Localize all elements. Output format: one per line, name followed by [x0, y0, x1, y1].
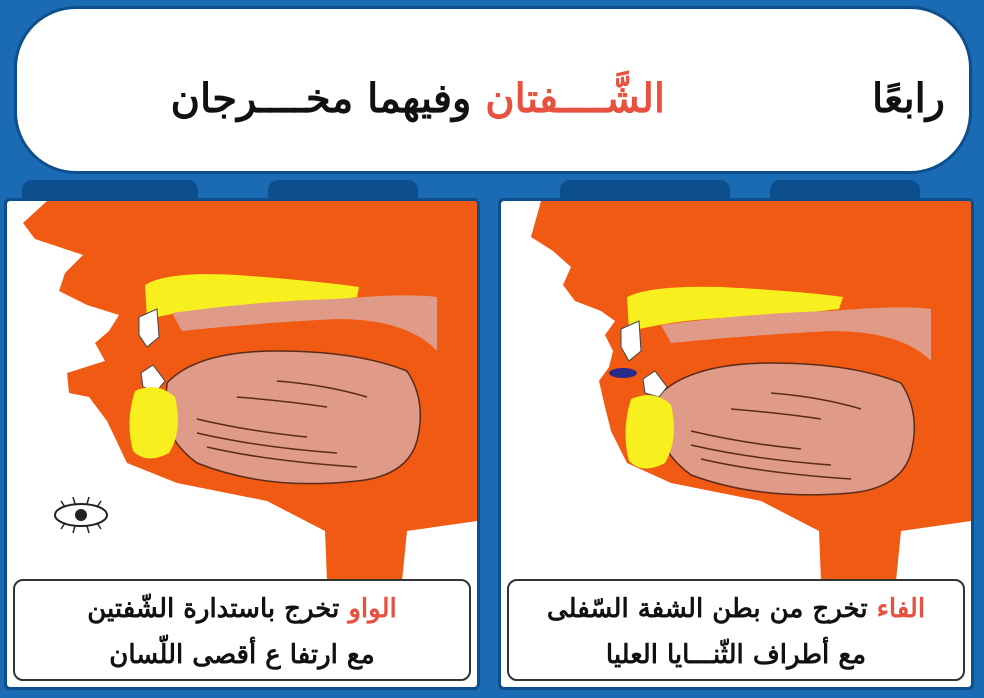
panel-waw: الواو تخرج باستدارة الشّفتين مع ارتفا ع …	[4, 198, 480, 690]
tab-strip	[0, 180, 984, 200]
title-banner: رابعًا الشَّــــفتان وفيهما مخــــرجان	[14, 6, 972, 174]
title-highlight: الشَّــــفتان	[485, 75, 665, 122]
caption-line-2: مع أطراف الثّنـــايا العليا	[509, 633, 963, 677]
section-title: الشَّــــفتان وفيهما مخــــرجان	[171, 69, 665, 129]
mouth-diagram-faa	[501, 201, 971, 581]
panel-faa: الفاء تخرج من بطن الشفة السّفلى مع أطراف…	[498, 198, 974, 690]
caption-waw: الواو تخرج باستدارة الشّفتين مع ارتفا ع …	[13, 579, 471, 681]
caption-line-2: مع ارتفا ع أقصى اللّسان	[15, 633, 469, 677]
tab-decoration	[22, 180, 198, 200]
tongue	[657, 363, 914, 495]
letter-name: الفاء	[877, 594, 925, 624]
caption-faa: الفاء تخرج من بطن الشفة السّفلى مع أطراف…	[507, 579, 965, 681]
tongue	[165, 351, 420, 484]
caption-line-1: الفاء تخرج من بطن الشفة السّفلى	[509, 587, 963, 631]
tab-decoration	[268, 180, 418, 200]
tab-decoration	[560, 180, 730, 200]
letter-name: الواو	[348, 594, 396, 624]
section-label: رابعًا	[872, 69, 945, 129]
tab-decoration	[770, 180, 920, 200]
title-line: رابعًا الشَّــــفتان وفيهما مخــــرجان	[17, 69, 969, 129]
lower-jaw-bone	[625, 395, 673, 468]
title-rest: وفيهما مخــــرجان	[171, 75, 486, 122]
caption-line-1: الواو تخرج باستدارة الشّفتين	[15, 587, 469, 631]
caption-text: تخرج من بطن الشفة السّفلى	[547, 594, 877, 624]
lower-jaw-bone	[129, 387, 177, 458]
eye-icon	[51, 495, 111, 535]
lip-contact	[609, 368, 637, 378]
caption-text: تخرج باستدارة الشّفتين	[87, 594, 348, 624]
